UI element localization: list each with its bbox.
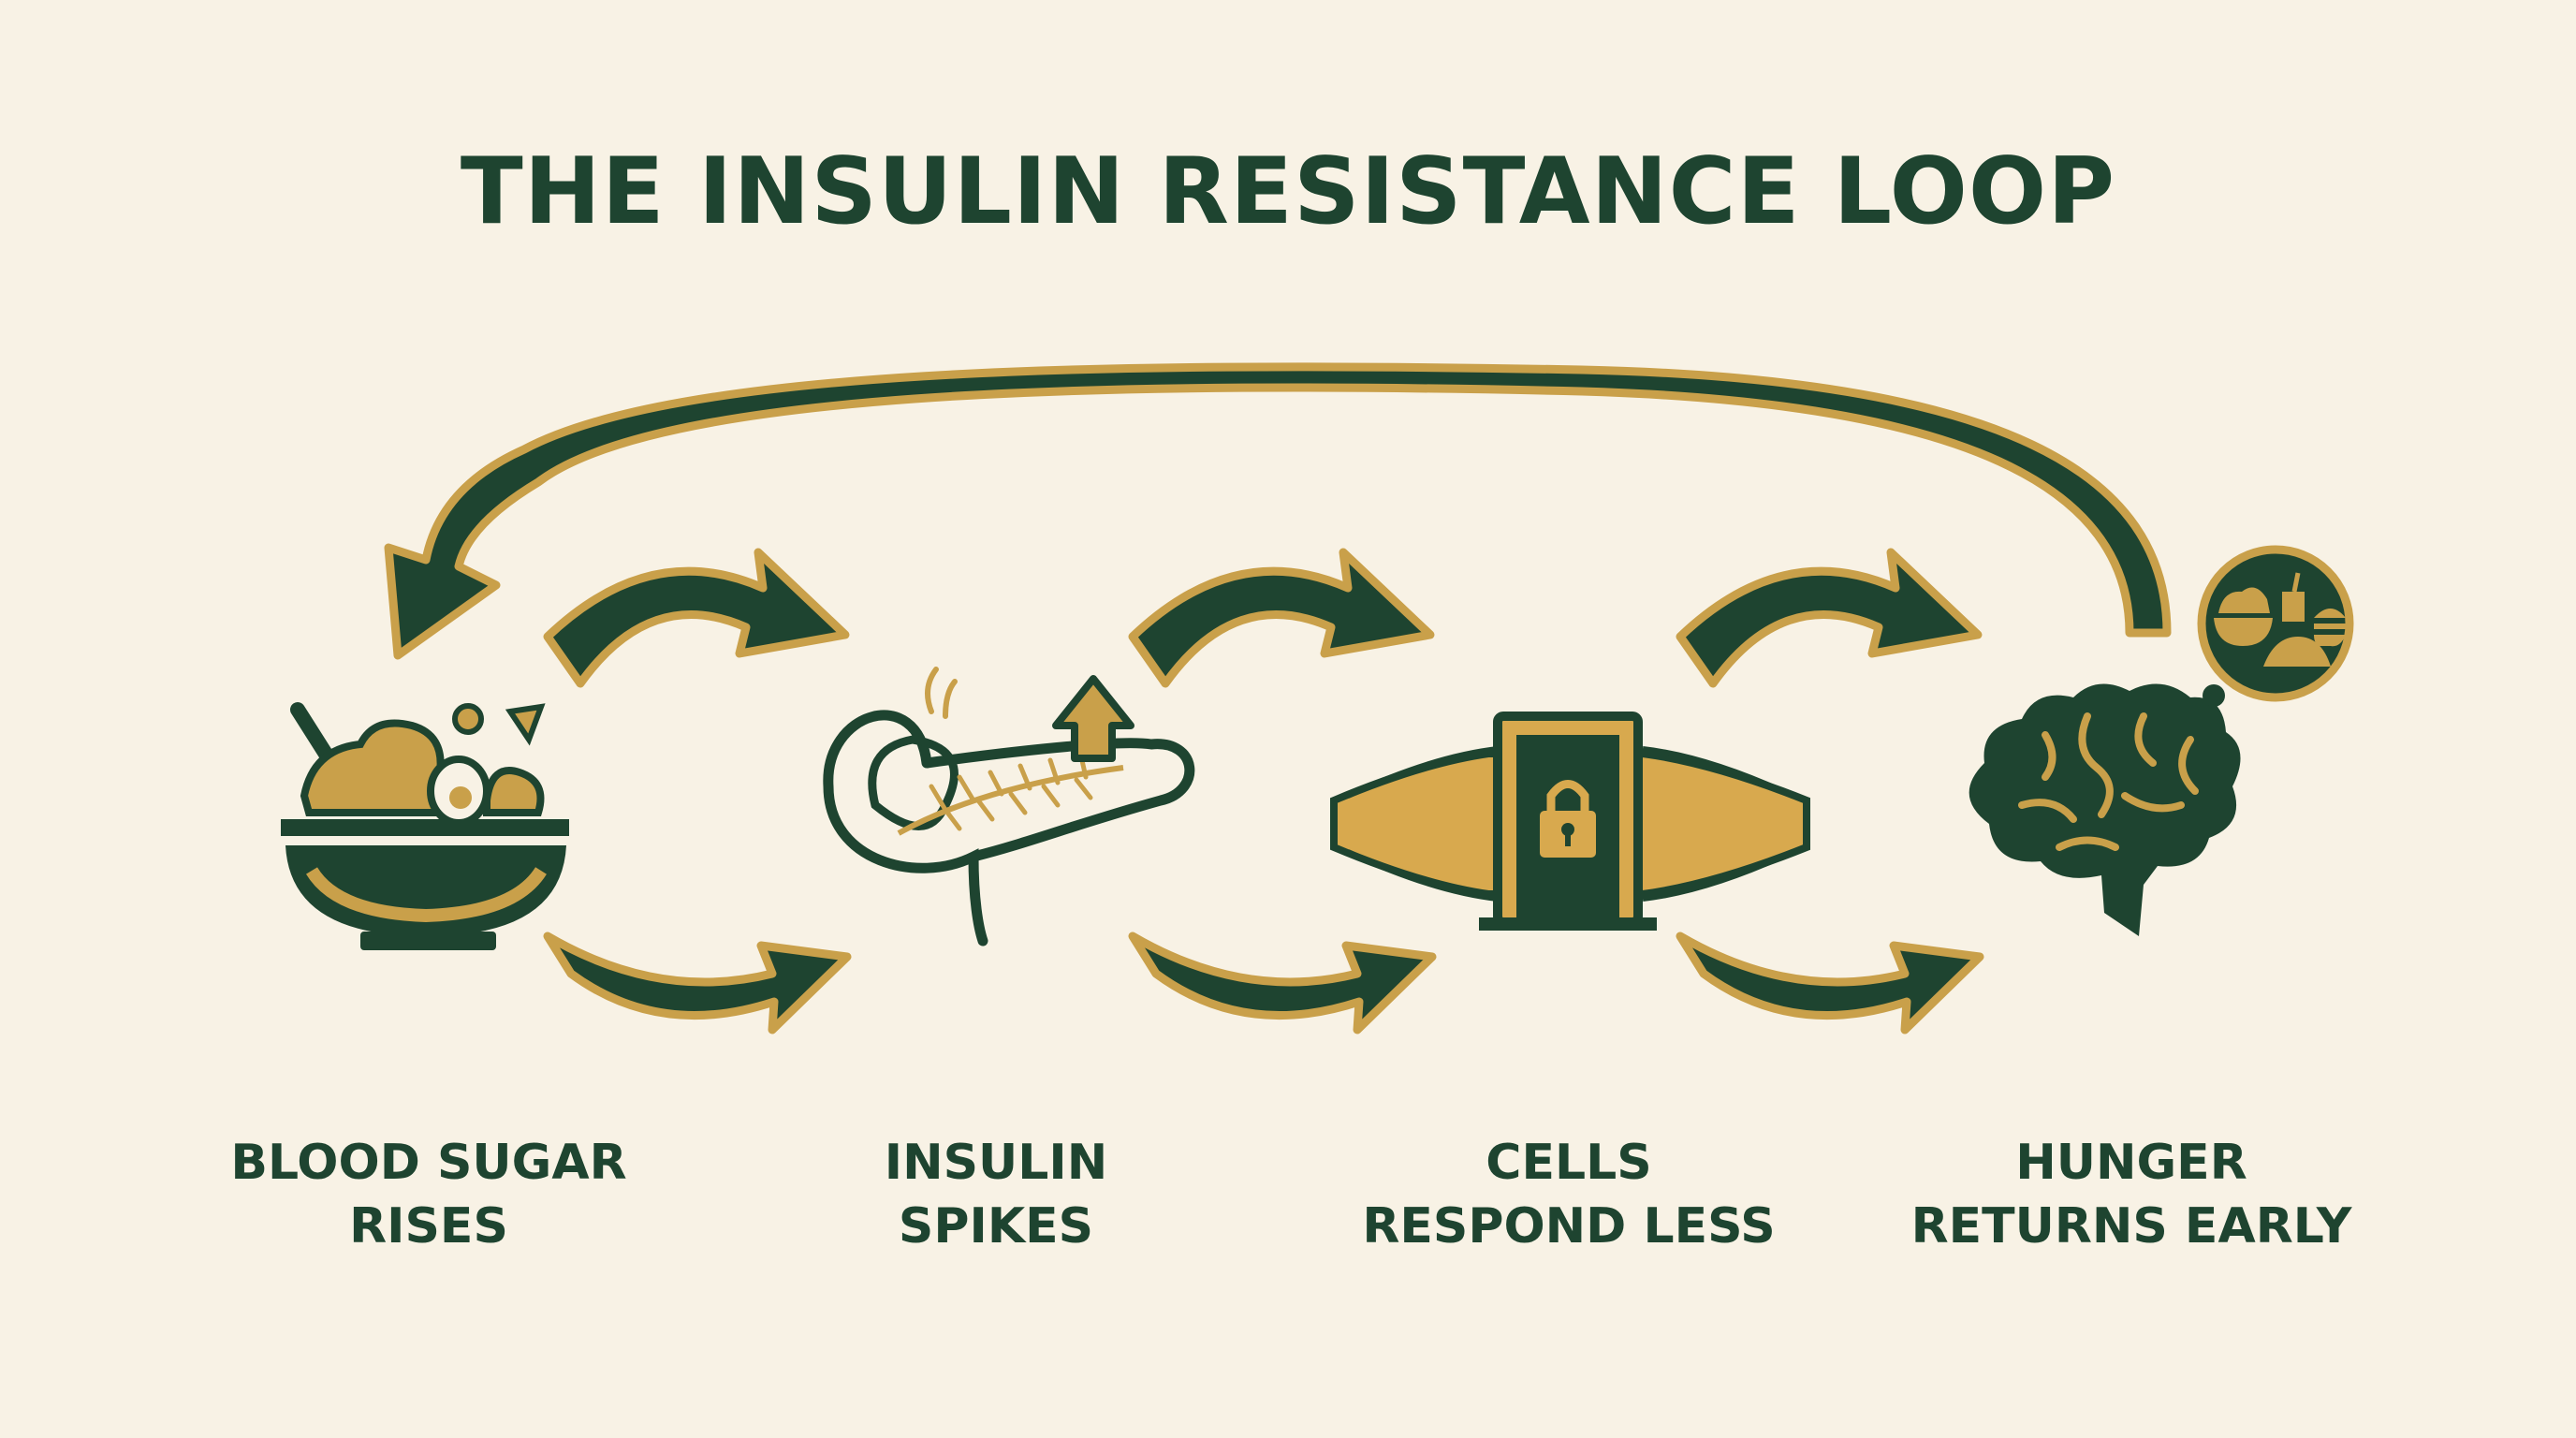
step-label-line1: HUNGER <box>2015 1135 2247 1191</box>
step-label-blood-sugar: BLOOD SUGAR RISES <box>148 1131 710 1258</box>
step-label-hunger: HUNGER RETURNS EARLY <box>1851 1131 2412 1258</box>
step-label-line2: SPIKES <box>898 1198 1094 1255</box>
step-label-insulin: INSULIN SPIKES <box>715 1131 1277 1258</box>
brain-icon <box>1969 683 2241 936</box>
arrow-2-3-top <box>1133 552 1430 683</box>
step-label-line2: RESPOND LESS <box>1362 1198 1776 1255</box>
arrow-3-4-bottom <box>1680 936 1980 1030</box>
pancreas-icon <box>823 667 1195 946</box>
arrow-3-4-top <box>1680 552 1978 683</box>
step-label-line2: RISES <box>349 1198 508 1255</box>
feedback-arrow-icon <box>384 362 2172 660</box>
step-label-cells: CELLS RESPOND LESS <box>1288 1131 1850 1258</box>
arrow-1-2-bottom <box>548 936 847 1030</box>
food-craving-icon <box>2197 545 2354 702</box>
step-label-line2: RETURNS EARLY <box>1910 1198 2352 1255</box>
food-bowl-icon <box>281 702 569 950</box>
step-label-line1: CELLS <box>1486 1135 1652 1191</box>
step-label-line1: INSULIN <box>884 1135 1108 1191</box>
page-title: THE INSULIN RESISTANCE LOOP <box>460 139 2116 245</box>
locked-cell-icon <box>1330 712 1810 931</box>
arrow-2-3-bottom <box>1133 936 1432 1030</box>
step-label-line1: BLOOD SUGAR <box>230 1135 627 1191</box>
arrow-1-2-top <box>548 552 845 683</box>
